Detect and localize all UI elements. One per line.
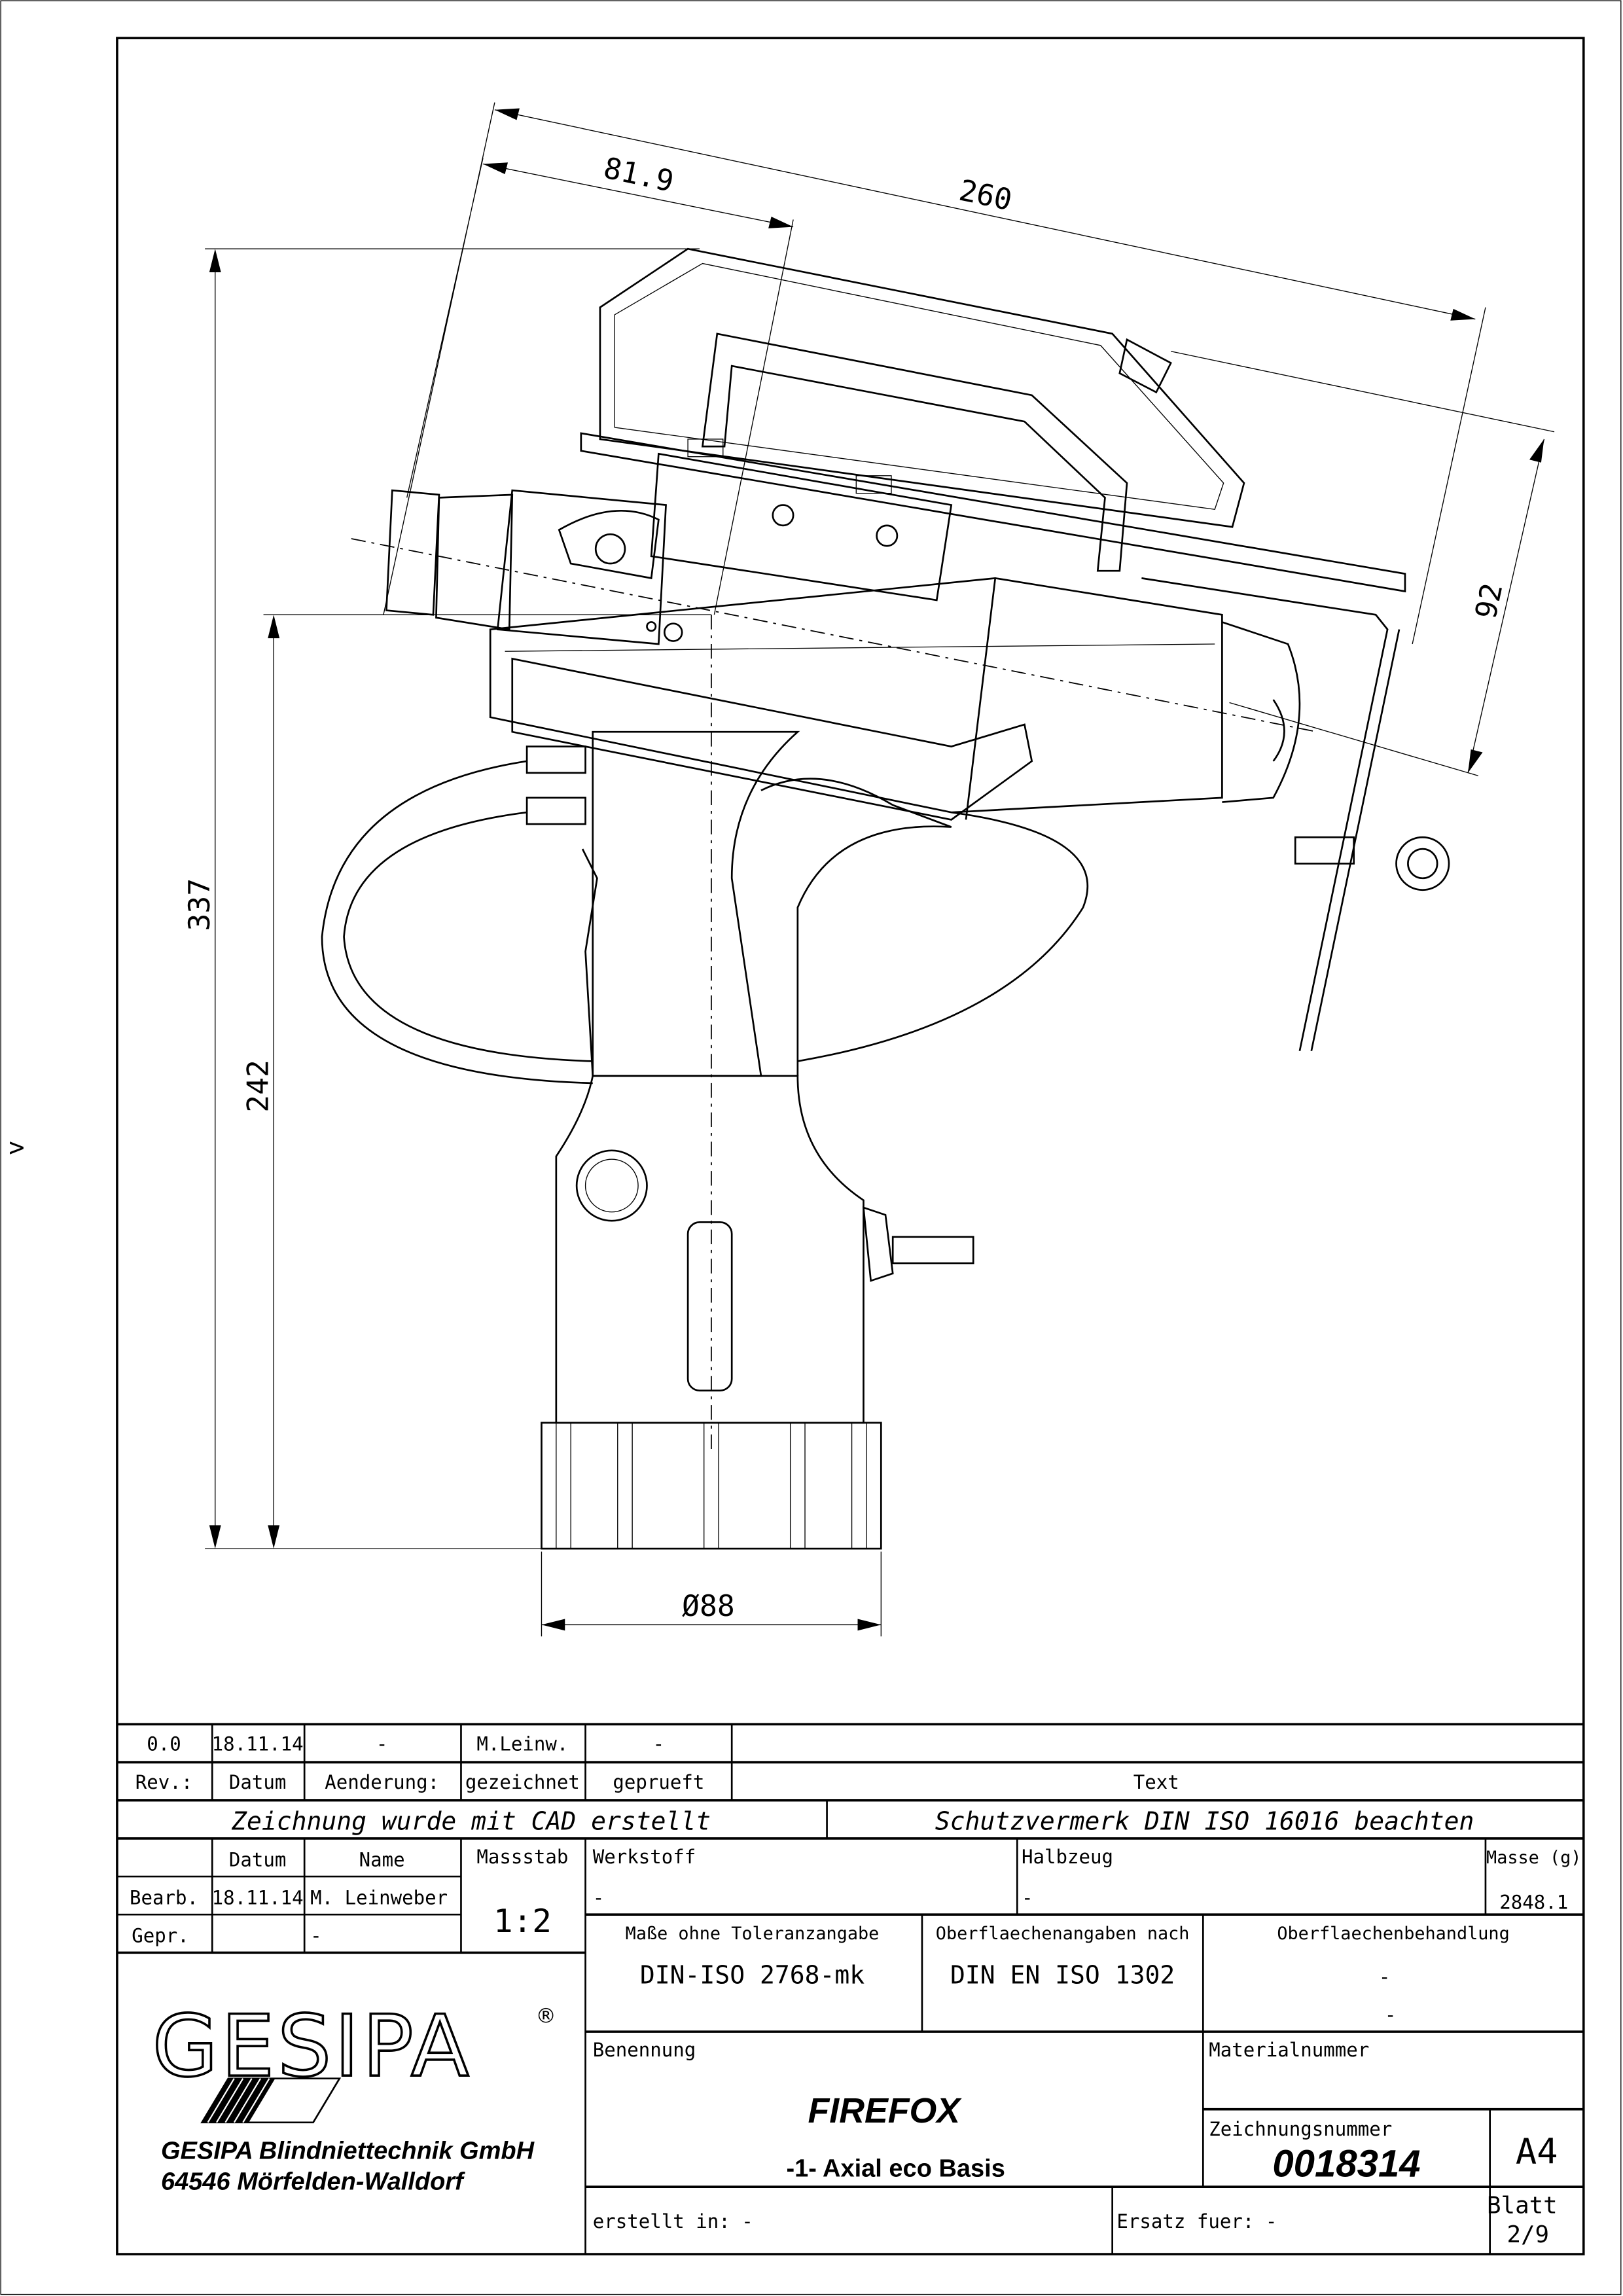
dim-92: 92 (1468, 580, 1509, 622)
gesipa-logo: GESIPA ® (151, 1996, 556, 2124)
oberflaeche-label: Oberflaechenangaben nach (936, 1924, 1190, 1944)
werkstoff-label: Werkstoff (593, 1846, 696, 1868)
materialnummer-label: Materialnummer (1209, 2039, 1369, 2061)
hose (321, 760, 593, 1085)
dim-line-260 (482, 109, 1476, 320)
zeichnungsnummer: 0018314 (1272, 2143, 1420, 2185)
masse-value: 2848.1 (1499, 1891, 1568, 1913)
behandlung-label: Oberflaechenbehandlung (1277, 1924, 1509, 1944)
base-cylinder (541, 1422, 882, 1550)
dimensions: 337 242 Ø88 260 81.9 92 (182, 102, 1555, 1637)
dim-81-9: 81.9 (601, 151, 677, 199)
margin-mark: > (9, 1133, 24, 1163)
gepr-label: Gepr. (132, 1925, 188, 1947)
top-handle (580, 247, 1406, 593)
zeichnungsnummer-label: Zeichnungsnummer (1209, 2118, 1392, 2140)
oberflaeche-value: DIN EN ISO 1302 (950, 1960, 1175, 1989)
company-name: GESIPA Blindniettechnik GmbH (161, 2138, 535, 2165)
dim-337: 337 (182, 878, 217, 931)
drawing-frame (116, 37, 1585, 2255)
main-body (385, 452, 1301, 821)
rev-geprueft-value: - (653, 1733, 665, 1755)
gepr-name: - (310, 1925, 322, 1947)
registered-mark: ® (536, 2005, 556, 2028)
sheet-format: A4 (1516, 2130, 1558, 2172)
behandlung-value-1: - (1379, 1965, 1391, 1988)
geprueft-header: geprueft (613, 1771, 704, 1793)
erstellt-in: erstellt in: - (593, 2210, 753, 2233)
bearb-datum: 18.11.14 (212, 1887, 304, 1909)
approval-name-label: Name (359, 1848, 405, 1871)
bearb-label: Bearb. (130, 1887, 198, 1909)
logo-stripes (200, 2077, 342, 2124)
tool-drawing (321, 247, 1450, 1550)
dim-242: 242 (240, 1060, 275, 1113)
rev-aenderung-value: - (376, 1733, 388, 1755)
axis-line (351, 538, 1317, 733)
dim-260: 260 (956, 173, 1015, 218)
bearb-name: M. Leinweber (310, 1887, 448, 1909)
toleranz-value: DIN-ISO 2768-mk (640, 1960, 865, 1989)
title-block: 0.0 18.11.14 - M.Leinw. - Rev.: Datum Ae… (116, 1723, 1584, 2255)
company-address: 64546 Mörfelden-Walldorf (161, 2168, 465, 2196)
rev-gezeichnet-value: M.Leinw. (476, 1733, 568, 1755)
hanger-hook (1141, 577, 1450, 1052)
massstab-value: 1:2 (493, 1902, 552, 1940)
halbzeug-label: Halbzeug (1022, 1846, 1113, 1868)
cad-note: Zeichnung wurde mit CAD erstellt (231, 1807, 711, 1836)
werkstoff-value: - (593, 1887, 605, 1909)
gesipa-badge (687, 1221, 733, 1391)
halbzeug-value: - (1022, 1887, 1033, 1909)
logo-wordmark: GESIPA (152, 1997, 473, 2096)
benennung-label: Benennung (593, 2039, 696, 2061)
dim-88: Ø88 (682, 1588, 735, 1623)
dim-line-88 (541, 1551, 882, 1637)
rev-datum-value: 18.11.14 (212, 1733, 304, 1755)
blatt-value: 2/9 (1507, 2221, 1549, 2248)
schutz-note: Schutzvermerk DIN ISO 16016 beachten (935, 1807, 1474, 1836)
toleranz-label: Maße ohne Toleranzangabe (626, 1924, 880, 1944)
behandlung-value-2: - (1385, 2003, 1397, 2026)
rev-header: Rev.: (135, 1771, 193, 1793)
rev-value: 0.0 (147, 1733, 181, 1755)
masse-label: Masse (g) (1486, 1848, 1581, 1868)
massstab-label: Massstab (476, 1846, 568, 1868)
grip (526, 730, 952, 1077)
text-header: Text (1133, 1771, 1179, 1793)
approval-datum-label: Datum (229, 1848, 287, 1871)
datum-header: Datum (229, 1771, 287, 1793)
gezeichnet-header: gezeichnet (465, 1771, 580, 1793)
product-subtitle: -1- Axial eco Basis (786, 2155, 1005, 2183)
ersatz-fuer: Ersatz fuer: - (1116, 2210, 1277, 2233)
air-inlet (891, 1236, 974, 1265)
lower-body (555, 1075, 974, 1424)
blatt-label: Blatt (1487, 2192, 1558, 2219)
product-name: FIREFOX (808, 2091, 963, 2130)
dim-line-92 (1170, 351, 1555, 776)
aenderung-header: Aenderung: (325, 1771, 439, 1793)
